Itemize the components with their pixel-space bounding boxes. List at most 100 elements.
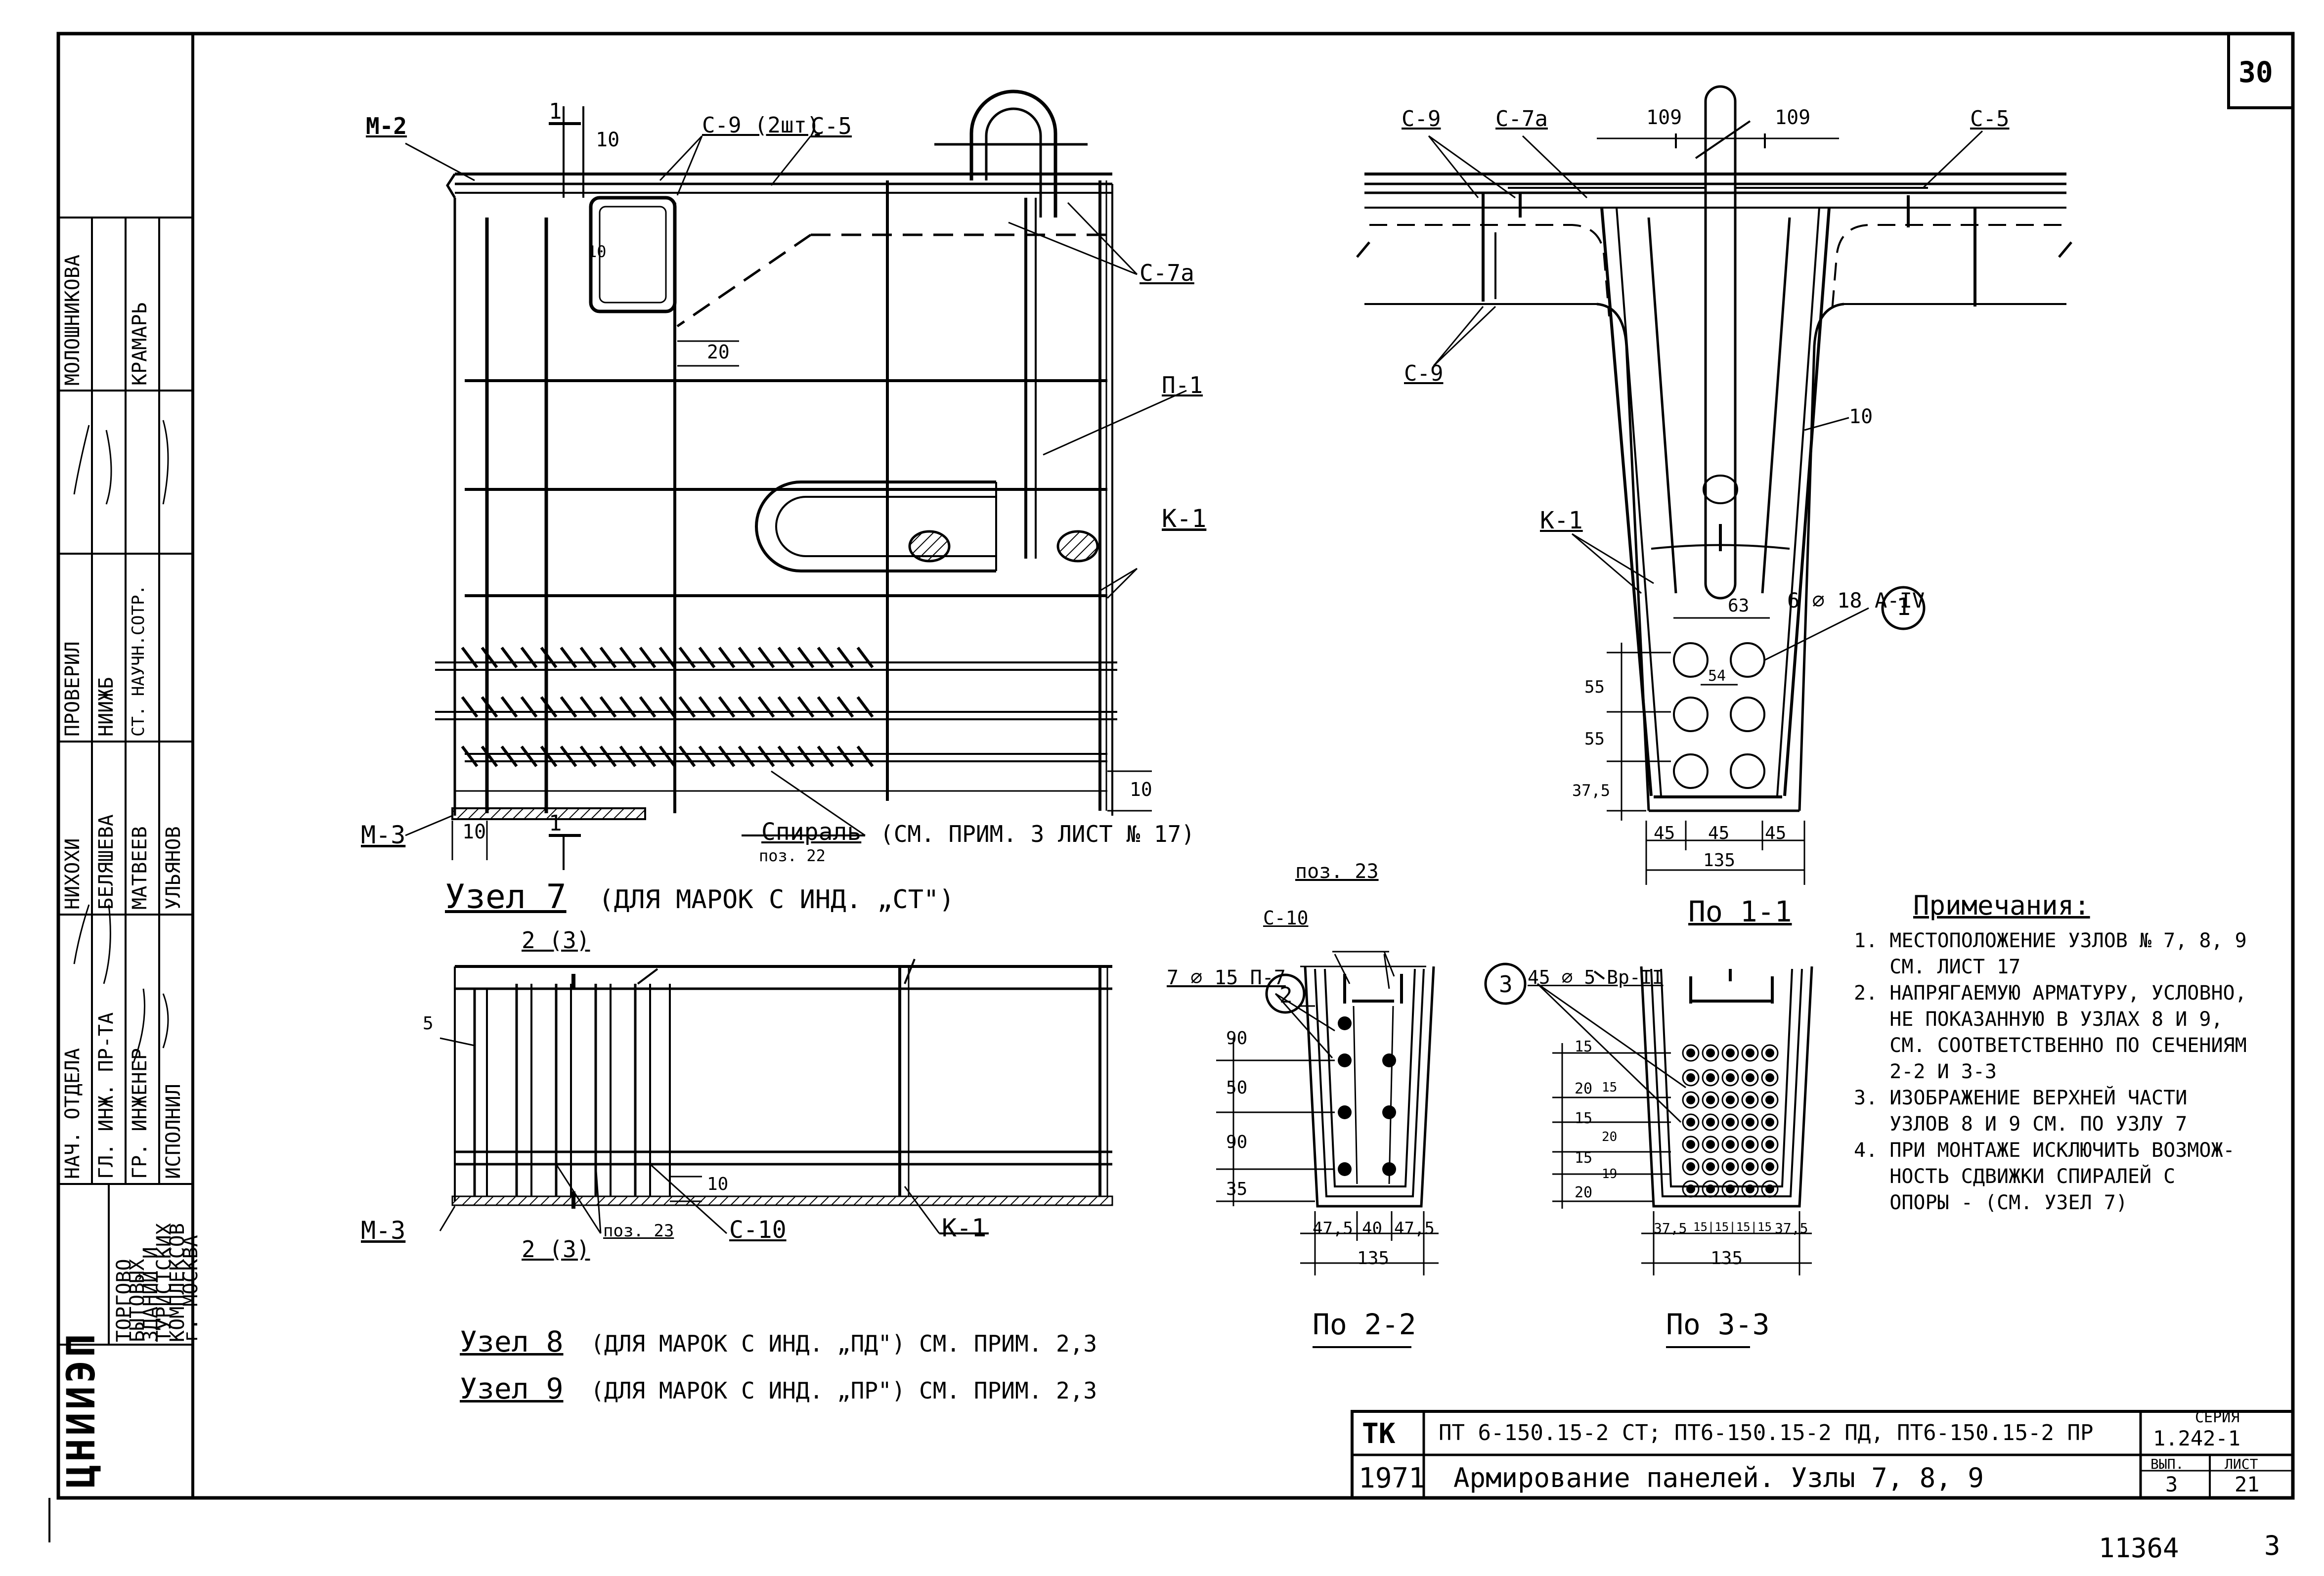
section33-bars-ring	[1682, 1044, 1779, 1198]
page-corner-number: 30	[2238, 55, 2273, 89]
section33-bars	[1686, 1049, 1774, 1193]
s22-marker-2: 2	[1279, 983, 1293, 1008]
s11-dim-109-left: 109	[1646, 106, 1682, 129]
dim-10-node89: 10	[707, 1174, 729, 1194]
label-m2: М-2	[366, 113, 407, 139]
label-spiral-pos: поз. 22	[759, 846, 826, 865]
s33-dim-37-5-left: 37,5	[1654, 1220, 1687, 1236]
s33-dim-15-c: 15	[1575, 1110, 1593, 1127]
s22-dim-90-bottom: 90	[1226, 1132, 1248, 1152]
s22-dim-47-5-right: 47,5	[1394, 1219, 1435, 1238]
label-c7a: С-7а	[1140, 260, 1194, 286]
section-mark-1-top: 1	[549, 99, 562, 124]
note-line-7: 3. ИЗОБРАЖЕНИЕ ВЕРХНЕЙ ЧАСТИ	[1854, 1087, 2188, 1109]
s33-dim-20-c: 20	[1575, 1184, 1593, 1201]
s22-dim-35: 35	[1226, 1179, 1248, 1199]
label-pos23: поз. 23	[603, 1221, 674, 1241]
dim-5: 5	[423, 1013, 434, 1034]
note-line-3: 2. НАПРЯГАЕМУЮ АРМАТУРУ, УСЛОВНО,	[1854, 982, 2247, 1005]
s33-marker-3: 3	[1499, 971, 1513, 998]
node9-text: (ДЛЯ МАРОК С ИНД. „ПР") СМ. ПРИМ. 2,3	[590, 1377, 1097, 1404]
notes-block: Примечания: 1. МЕСТОПОЛОЖЕНИЕ УЗЛОВ № 7,…	[1854, 890, 2247, 1216]
label-k1: К-1	[1162, 504, 1207, 533]
node8-title: Узел 8	[460, 1325, 564, 1358]
note-line-2: СМ. ЛИСТ 17	[1854, 956, 2021, 978]
node7-drawing	[405, 89, 1187, 870]
note-line-10: НОСТЬ СДВИЖКИ СПИРАЛЕЙ С	[1854, 1165, 2176, 1188]
s11-label-c7a: С-7а	[1495, 106, 1548, 131]
s22-dim-47-5-left: 47,5	[1313, 1219, 1353, 1238]
s11-label-bars: 6 ⌀ 18 А-IV	[1787, 588, 1925, 613]
node8-text: (ДЛЯ МАРОК С ИНД. „ПД") СМ. ПРИМ. 2,3	[590, 1330, 1097, 1357]
section11-drawing	[1356, 85, 2072, 885]
s22-label-pos23: поз. 23	[1295, 860, 1379, 883]
s22-dim-135: 135	[1357, 1248, 1390, 1269]
title-block-series-label: СЕРИЯ	[2195, 1409, 2240, 1426]
note-line-11: ОПОРЫ - (СМ. УЗЕЛ 7)	[1854, 1191, 2128, 1214]
label-c9-2pcs: С-9 (2шт)	[702, 113, 820, 138]
s22-label-c10: С-10	[1263, 907, 1309, 929]
s11-dim-45-c: 45	[1765, 823, 1787, 843]
s33-dim-19: 19	[1602, 1167, 1618, 1182]
title-block-grid	[1351, 1410, 2294, 1499]
s11-dim-45-b: 45	[1708, 823, 1730, 843]
section22-bars	[1338, 1016, 1396, 1176]
note-line-9: 4. ПРИ МОНТАЖЕ ИСКЛЮЧИТЬ ВОЗМОЖ-	[1854, 1139, 2235, 1162]
label-spiral: Спираль	[761, 818, 862, 846]
dim-10-inner: 10	[587, 242, 607, 261]
label-c10: С-10	[729, 1216, 787, 1244]
s11-dim-109-right: 109	[1775, 106, 1811, 129]
s33-dim-15-d: 15	[1575, 1149, 1593, 1167]
section-mark-23-top: 2 (3)	[522, 927, 590, 954]
s11-label-c9-b: С-9	[1404, 361, 1444, 386]
node7-title: Узел 7 (ДЛЯ МАРОК С ИНД. „СТ")	[445, 877, 955, 917]
title-block-vyp-label: ВЫП.	[2150, 1456, 2184, 1472]
s33-dim-135: 135	[1710, 1248, 1743, 1269]
approval-stamp-grid	[58, 217, 193, 1346]
title-block-code: ТК	[1362, 1418, 1396, 1450]
s11-dim-135: 135	[1703, 850, 1736, 871]
s11-dim-54: 54	[1708, 667, 1726, 685]
s11-dim-45-a: 45	[1654, 823, 1675, 843]
node8-caption: Узел 8 (ДЛЯ МАРОК С ИНД. „ПД") СМ. ПРИМ.…	[460, 1325, 1097, 1358]
label-c5: С-5	[811, 113, 852, 139]
s33-label-bars: 45 ⌀ 5 Вр-II	[1528, 966, 1664, 988]
note-line-5: СМ. СООТВЕТСТВЕННО ПО СЕЧЕНИЯМ	[1854, 1034, 2247, 1057]
label-spiral-ref: (СМ. ПРИМ. 3 ЛИСТ № 17)	[880, 821, 1195, 847]
note-line-1: 1. МЕСТОПОЛОЖЕНИЕ УЗЛОВ № 7, 8, 9	[1854, 929, 2247, 952]
note-line-4: НЕ ПОКАЗАННУЮ В УЗЛАХ 8 И 9,	[1854, 1008, 2223, 1031]
title-block-list-value: 21	[2235, 1472, 2260, 1496]
node89-drawing	[439, 959, 1113, 1234]
title-block-title: Армирование панелей. Узлы 7, 8, 9	[1453, 1462, 1984, 1493]
title-block-year: 1971	[1359, 1462, 1425, 1494]
notes-heading: Примечания:	[1913, 890, 2090, 921]
dim-20: 20	[707, 341, 730, 363]
s11-dim-37-5: 37,5	[1572, 781, 1611, 800]
s11-label-c5: С-5	[1970, 106, 2010, 131]
label-k1-b: К-1	[942, 1214, 987, 1242]
s33-dim-15-b: 15	[1602, 1080, 1618, 1095]
title-block-vyp-value: 3	[2165, 1472, 2178, 1496]
label-m3: М-3	[361, 821, 406, 849]
note-line-6: 2-2 И 3-3	[1854, 1060, 1997, 1083]
archive-suffix: 3	[2264, 1530, 2280, 1561]
s11-dim-10: 10	[1849, 405, 1873, 428]
title-block-marks: ПТ 6-150.15-2 СТ; ПТ6-150.15-2 ПД, ПТ6-1…	[1439, 1420, 2094, 1445]
s33-dim-20-a: 20	[1575, 1080, 1593, 1097]
node7-title-text: Узел 7	[445, 877, 567, 917]
note-line-8: УЗЛОВ 8 И 9 СМ. ПО УЗЛУ 7	[1854, 1113, 2188, 1136]
archive-number: 11364	[2099, 1532, 2179, 1564]
label-m3-b: М-3	[361, 1216, 406, 1245]
s22-dim-40: 40	[1362, 1219, 1382, 1238]
dim-10-bottom: 10	[462, 821, 486, 843]
s11-dim-63: 63	[1728, 596, 1750, 616]
title-block-list-label: ЛИСТ	[2225, 1456, 2258, 1472]
s33-dim-15-row: 15|15|15|15	[1693, 1220, 1772, 1234]
node9-caption: Узел 9 (ДЛЯ МАРОК С ИНД. „ПР") СМ. ПРИМ.…	[460, 1372, 1097, 1405]
label-p1: П-1	[1162, 372, 1203, 398]
section-mark-23-bottom: 2 (3)	[522, 1236, 590, 1263]
s22-dim-90-top: 90	[1226, 1028, 1248, 1049]
s22-title: По 2-2	[1313, 1308, 1416, 1341]
